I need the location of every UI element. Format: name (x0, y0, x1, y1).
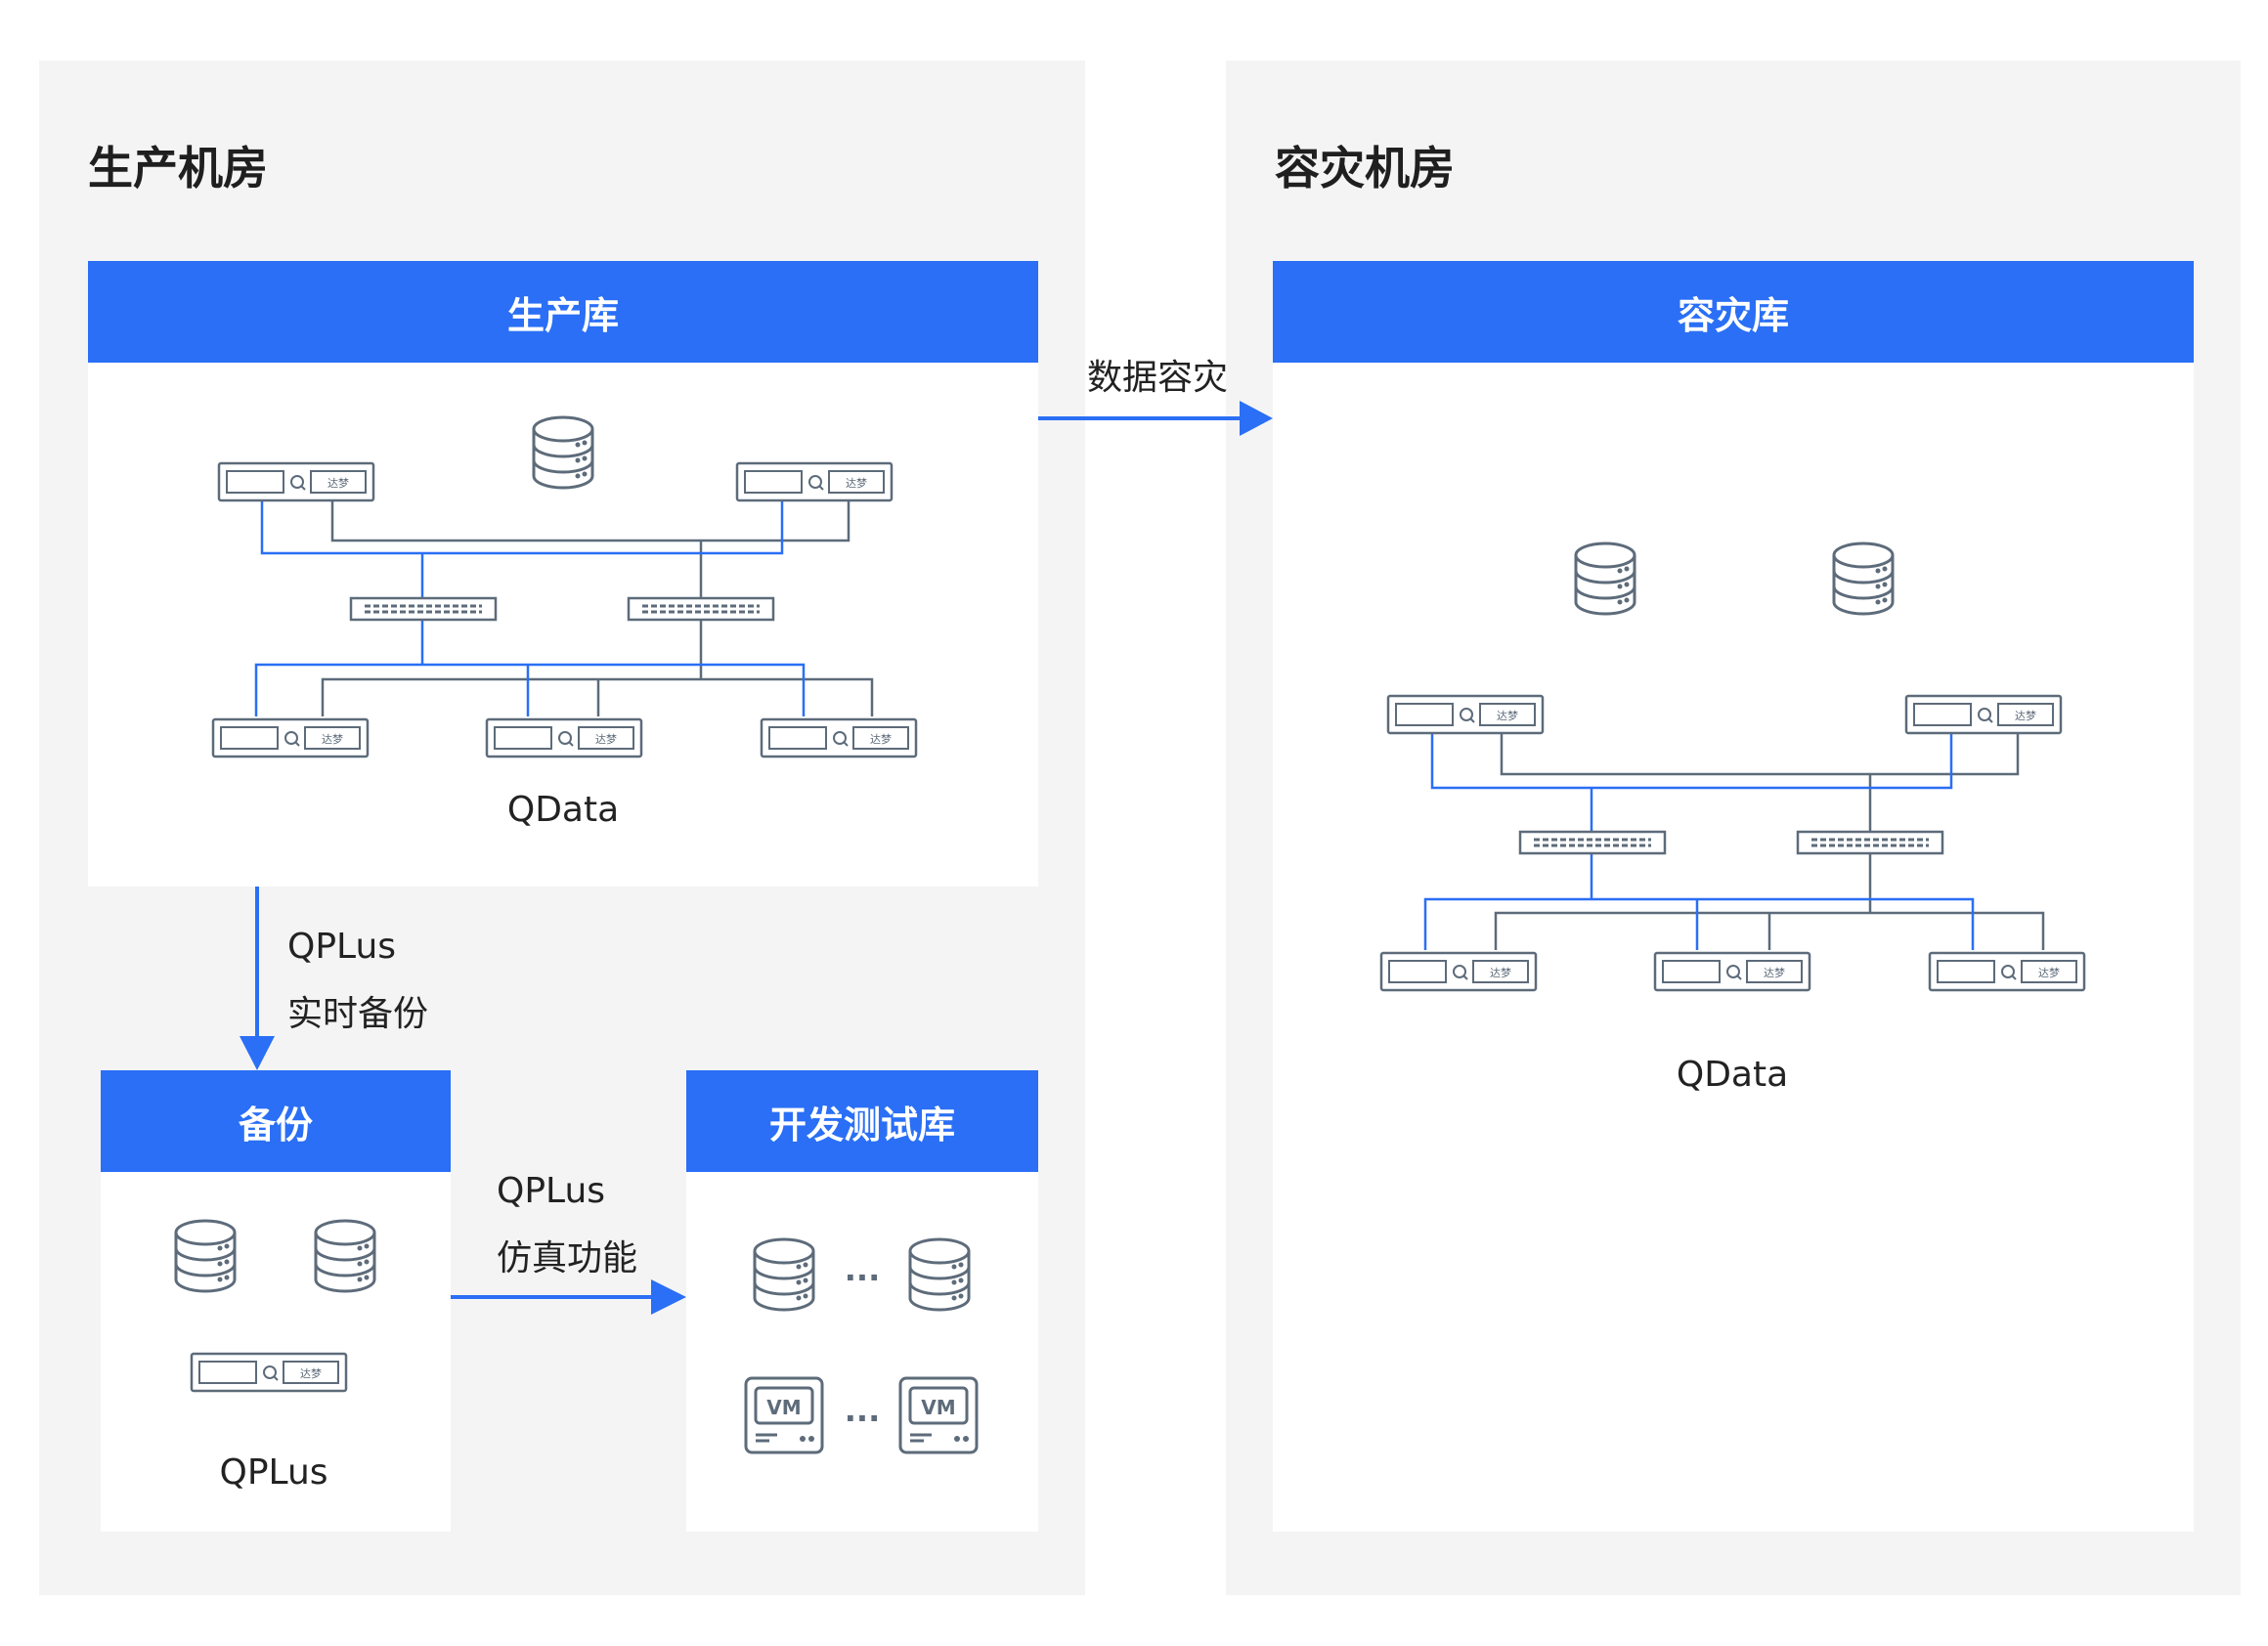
dr-db-panel: 容灾库 (1273, 261, 2194, 1532)
server-icon (1386, 694, 1545, 735)
dr-qdata-caption: QData (1676, 1055, 1789, 1095)
server-icon (1928, 951, 2086, 992)
dr-cluster-topology (1379, 541, 2086, 992)
database-icon (314, 1219, 376, 1293)
production-cluster-topology (211, 415, 918, 758)
database-icon (753, 1237, 815, 1312)
backup-icons (174, 1219, 376, 1393)
ellipsis-icon: ··· (845, 1400, 880, 1437)
dr-db-header: 容灾库 (1273, 261, 2194, 363)
replication-label: 数据容灾 (1087, 358, 1229, 398)
backup-header: 备份 (101, 1070, 451, 1172)
simulation-label-line2: 仿真功能 (497, 1238, 638, 1278)
database-icon (532, 415, 594, 490)
ellipsis-icon: ··· (845, 1259, 880, 1296)
server-icon (190, 1352, 348, 1393)
database-icon (908, 1237, 971, 1312)
network-switch-icon (349, 596, 498, 622)
production-room-title: 生产机房 (88, 142, 268, 195)
realtime-backup-label-line1: QPLus (287, 927, 397, 967)
server-icon (735, 461, 894, 502)
database-icon (1574, 541, 1636, 616)
server-icon (211, 717, 370, 758)
server-icon (485, 717, 643, 758)
server-icon (760, 717, 918, 758)
devtest-panel: 开发测试库 (686, 1070, 1038, 1532)
backup-panel: 备份 (101, 1070, 451, 1532)
devtest-header: 开发测试库 (686, 1070, 1038, 1172)
production-db-header: 生产库 (88, 261, 1038, 363)
database-icon (174, 1219, 237, 1293)
realtime-backup-label-line2: 实时备份 (287, 994, 429, 1034)
network-switch-icon (627, 596, 775, 622)
server-icon (217, 461, 375, 502)
vm-icon (898, 1376, 979, 1454)
replication-arrow (1038, 401, 1273, 436)
backup-qplus-caption: QPLus (219, 1452, 328, 1493)
devtest-icons: ··· ··· (744, 1237, 979, 1454)
vm-icon (744, 1376, 824, 1454)
simulation-label-line1: QPLus (497, 1171, 606, 1211)
network-switch-icon (1796, 830, 1944, 855)
disaster-room-title: 容灾机房 (1275, 142, 1455, 195)
production-db-panel: 生产库 (88, 261, 1038, 887)
database-icon (1832, 541, 1895, 616)
server-icon (1379, 951, 1538, 992)
server-icon (1904, 694, 2063, 735)
realtime-backup-arrow (240, 887, 275, 1070)
network-switch-icon (1518, 830, 1667, 855)
production-qdata-caption: QData (506, 790, 620, 830)
simulation-arrow (451, 1279, 686, 1315)
server-icon (1653, 951, 1811, 992)
